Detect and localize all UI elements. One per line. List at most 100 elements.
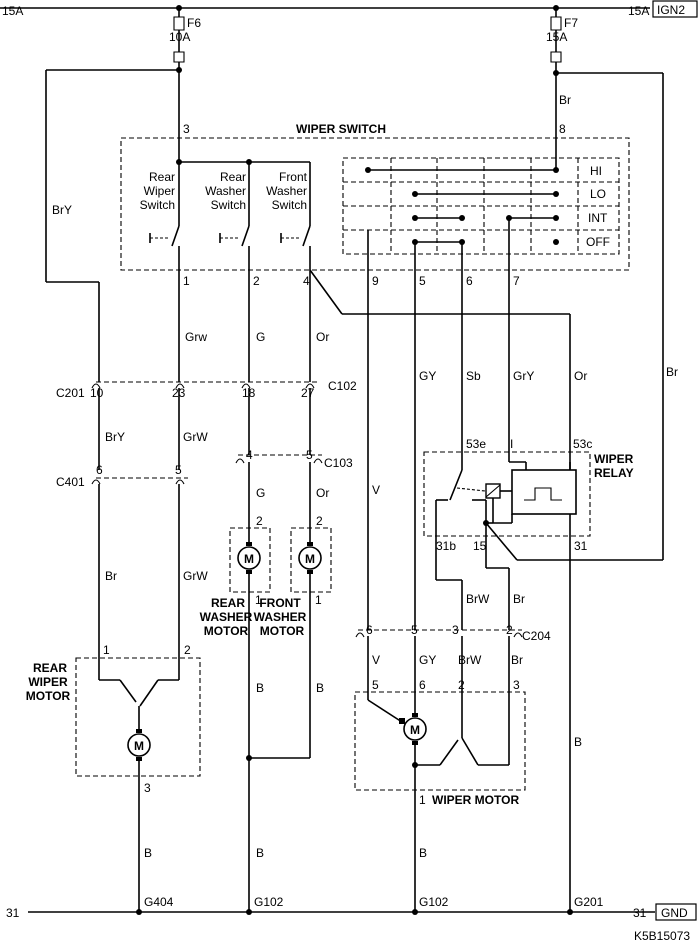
rear-wiper-motor-pin-1: 1 xyxy=(103,643,110,657)
wire-bry-c201: BrY xyxy=(105,430,125,444)
relay-title-2: RELAY xyxy=(594,466,634,480)
wire-b-g102-wm: B xyxy=(419,846,427,860)
wire-b-g102: B xyxy=(256,846,264,860)
top-power-rail: 15A 15A IGN2 xyxy=(0,0,698,18)
front-washer-motor: 2 1 M FRONT WASHER MOTOR xyxy=(246,514,332,761)
switch-pin-7: 7 xyxy=(513,274,520,288)
c204-pin-5: 5 xyxy=(411,623,418,637)
c401-pin-5: 5 xyxy=(175,463,182,477)
rear-washer-label-1: REAR xyxy=(211,596,245,610)
connector-c204: 6 5 3 2 C204 xyxy=(355,623,551,643)
wiper-motor-label: WIPER MOTOR xyxy=(432,793,519,807)
wire-gy-5: GY xyxy=(419,369,436,383)
wire-bry-left: BrY xyxy=(52,203,72,217)
relay-pin-31: 31 xyxy=(574,539,588,553)
wire-gry-7: GrY xyxy=(513,369,534,383)
front-washer-switch-label-1: Front xyxy=(279,170,308,184)
c401-pin-6: 6 xyxy=(96,463,103,477)
wire-or-4: Or xyxy=(316,330,329,344)
wiper-motor-symbol: M xyxy=(410,723,420,737)
switch-pin-4: 4 xyxy=(303,274,310,288)
wiper-switch: WIPER SWITCH 3 8 Rear Wiper Switch Rear … xyxy=(120,122,630,630)
wire-b-rear-washer: B xyxy=(256,681,264,695)
wire-b-g201: B xyxy=(574,735,582,749)
wire-sb-6: Sb xyxy=(466,369,481,383)
connector-c204: C204 xyxy=(522,629,551,643)
relay-pin-53e: 53e xyxy=(466,437,486,451)
wire-br-relay: Br xyxy=(513,592,525,606)
wire-g-c103: G xyxy=(256,486,265,500)
rear-washer-pin-2: 2 xyxy=(256,514,263,528)
rear-washer-switch-label-3: Switch xyxy=(211,198,246,212)
ground-g102-a: G102 xyxy=(254,895,284,909)
fuse-f7-rating: 15A xyxy=(546,30,567,44)
relay-pin-15: 15 xyxy=(473,539,487,553)
connector-c201: C201 xyxy=(56,386,85,400)
ign2-label: IGN2 xyxy=(657,3,685,17)
connector-c103: 4 5 C103 xyxy=(235,448,353,470)
wire-b-front-washer: B xyxy=(316,681,324,695)
rear-wiper-motor-label-3: MOTOR xyxy=(26,689,71,703)
connector-c401: C401 xyxy=(56,475,85,489)
wire-brw-relay: BrW xyxy=(466,592,490,606)
front-washer-label-1: FRONT xyxy=(259,596,301,610)
rear-wiper-motor-pin-3: 3 xyxy=(144,781,151,795)
wire-v-9: V xyxy=(372,483,380,497)
fuse-f6-rating: 10A xyxy=(169,30,190,44)
front-washer-label-2: WASHER xyxy=(254,610,307,624)
front-washer-motor-symbol: M xyxy=(305,552,315,566)
rear-wiper-motor-pin-2: 2 xyxy=(184,643,191,657)
rear-wiper-motor-label-1: REAR xyxy=(33,661,67,675)
front-washer-switch-contact xyxy=(280,225,311,282)
bry-feed-wire: BrY xyxy=(45,69,179,382)
rear-washer-label-2: WASHER xyxy=(200,610,253,624)
front-washer-pin-1: 1 xyxy=(315,593,322,607)
wiper-motor-pin-6: 6 xyxy=(419,678,426,692)
fuse-f7: F7 15A Br Br xyxy=(546,5,678,560)
wire-grw-1: Grw xyxy=(185,330,207,344)
rear-wiper-switch-contact xyxy=(149,225,180,282)
wiper-motor-pin-5: 5 xyxy=(372,678,379,692)
wiper-switch-title: WIPER SWITCH xyxy=(296,122,386,136)
connector-c102: C102 xyxy=(328,379,357,393)
switch-position-matrix: HI LO INT OFF xyxy=(342,157,620,630)
gnd-label: GND xyxy=(661,906,688,920)
wire-g-2: G xyxy=(256,330,265,344)
wiper-relay: 53e I 53c WIPER RELAY 31b 15 31 xyxy=(423,437,663,568)
wiper-motor-pin-3: 3 xyxy=(513,678,520,692)
wire-or-right: Or xyxy=(574,369,587,383)
wire-v-c204: V xyxy=(372,653,380,667)
front-washer-switch-label-3: Switch xyxy=(272,198,307,212)
rear-washer-switch-label-2: Washer xyxy=(205,184,246,198)
rear-wiper-motor: 1 2 M 3 REAR WIPER MOTOR xyxy=(26,643,201,912)
rear-washer-motor-symbol: M xyxy=(244,552,254,566)
rail-31-right: 31 xyxy=(633,906,647,920)
switch-pin-3: 3 xyxy=(183,122,190,136)
front-washer-switch-label-2: Washer xyxy=(266,184,307,198)
wire-or-c103: Or xyxy=(316,486,329,500)
switch-pin-2: 2 xyxy=(253,274,260,288)
rear-washer-switch-label-1: Rear xyxy=(220,170,246,184)
switch-pin-8: 8 xyxy=(559,122,566,136)
relay-pin-53c: 53c xyxy=(573,437,592,451)
connector-c201-c102: C201 10 23 18 27 C102 xyxy=(56,379,357,400)
switch-pin-6: 6 xyxy=(466,274,473,288)
c204-pin-3: 3 xyxy=(452,623,459,637)
wiper-motor-pin-2: 2 xyxy=(458,678,465,692)
wire-b-rear-wiper: B xyxy=(144,846,152,860)
front-washer-label-3: MOTOR xyxy=(260,624,305,638)
rear-wiper-motor-label-2: WIPER xyxy=(28,675,68,689)
rear-washer-motor: 2 1 M REAR WASHER MOTOR xyxy=(200,514,271,910)
c201-pin-10: 10 xyxy=(90,386,104,400)
or-wire-to-relay: Or B xyxy=(309,269,587,912)
switch-pin-9: 9 xyxy=(372,274,379,288)
connector-c103: C103 xyxy=(324,456,353,470)
relay-title-1: WIPER xyxy=(594,452,634,466)
relay-pin-31b: 31b xyxy=(436,539,456,553)
fuse-f7-name: F7 xyxy=(564,16,578,30)
wire-gy-c204: GY xyxy=(419,653,436,667)
rear-wiper-switch-label-2: Wiper xyxy=(144,184,175,198)
relay-pin-i: I xyxy=(510,437,513,451)
fuse-f6-name: F6 xyxy=(187,16,201,30)
